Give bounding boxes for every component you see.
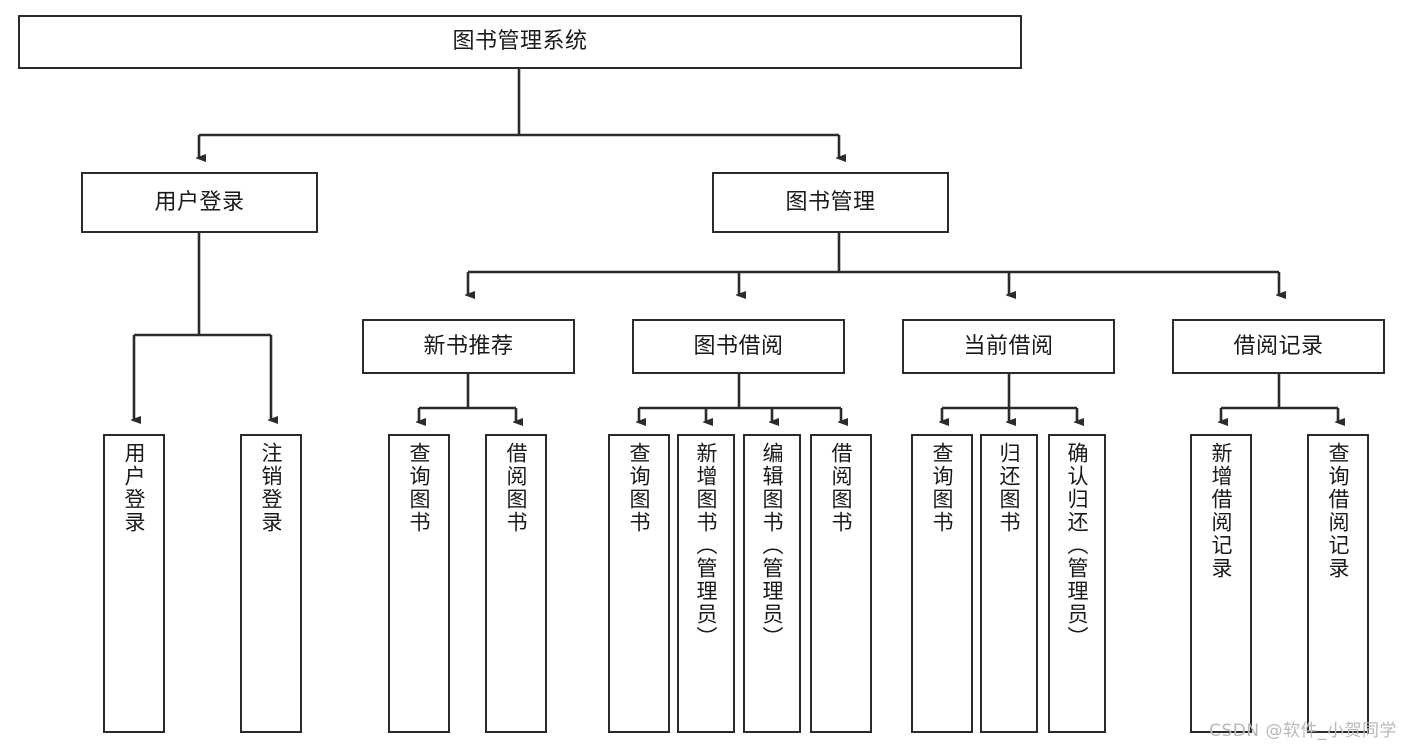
node-leaf-current-return-book-label: 归还图书	[997, 442, 1022, 534]
node-leaf-borrow-add-book[interactable]: 新增图书（管理员）	[677, 434, 735, 733]
node-user-login-label: 用户登录	[154, 189, 245, 215]
node-leaf-user-login-label: 用户登录	[122, 442, 147, 534]
node-leaf-newbook-query-book-label: 查询图书	[407, 442, 432, 534]
node-leaf-current-confirm-return[interactable]: 确认归还（管理员）	[1048, 434, 1106, 733]
node-leaf-borrow-edit-book-label: 编辑图书（管理员）	[760, 442, 785, 649]
node-leaf-newbook-borrow-book-label: 借阅图书	[504, 442, 529, 534]
node-borrow-record[interactable]: 借阅记录	[1172, 319, 1385, 374]
node-leaf-current-return-book[interactable]: 归还图书	[980, 434, 1038, 733]
node-root-label: 图书管理系统	[452, 29, 588, 55]
node-leaf-logout[interactable]: 注销登录	[240, 434, 302, 733]
node-leaf-current-confirm-return-label: 确认归还（管理员）	[1065, 442, 1090, 649]
node-leaf-record-query-record-label: 查询借阅记录	[1326, 442, 1351, 580]
node-new-book-recommend[interactable]: 新书推荐	[362, 319, 575, 374]
node-user-login[interactable]: 用户登录	[81, 172, 318, 233]
node-leaf-newbook-borrow-book[interactable]: 借阅图书	[485, 434, 547, 733]
node-leaf-borrow-add-book-label: 新增图书（管理员）	[694, 442, 719, 649]
node-leaf-current-query-book-label: 查询图书	[930, 442, 955, 534]
node-leaf-current-query-book[interactable]: 查询图书	[911, 434, 973, 733]
node-leaf-record-add-record-label: 新增借阅记录	[1209, 442, 1234, 580]
node-new-book-recommend-label: 新书推荐	[423, 333, 514, 359]
node-leaf-logout-label: 注销登录	[259, 442, 284, 534]
node-leaf-user-login[interactable]: 用户登录	[103, 434, 165, 733]
node-book-borrow-label: 图书借阅	[693, 333, 784, 359]
node-leaf-borrow-query-book-label: 查询图书	[627, 442, 652, 534]
node-book-borrow[interactable]: 图书借阅	[632, 319, 845, 374]
node-leaf-record-add-record[interactable]: 新增借阅记录	[1190, 434, 1252, 733]
node-leaf-borrow-edit-book[interactable]: 编辑图书（管理员）	[743, 434, 801, 733]
node-current-borrow[interactable]: 当前借阅	[902, 319, 1115, 374]
node-leaf-borrow-borrow-book-label: 借阅图书	[829, 442, 854, 534]
node-borrow-record-label: 借阅记录	[1233, 333, 1324, 359]
node-leaf-newbook-query-book[interactable]: 查询图书	[388, 434, 450, 733]
node-leaf-record-query-record[interactable]: 查询借阅记录	[1307, 434, 1369, 733]
node-leaf-borrow-query-book[interactable]: 查询图书	[608, 434, 670, 733]
node-root[interactable]: 图书管理系统	[18, 15, 1022, 69]
node-leaf-borrow-borrow-book[interactable]: 借阅图书	[810, 434, 872, 733]
node-book-management-label: 图书管理	[785, 189, 876, 215]
node-current-borrow-label: 当前借阅	[963, 333, 1054, 359]
node-book-management[interactable]: 图书管理	[712, 172, 949, 233]
